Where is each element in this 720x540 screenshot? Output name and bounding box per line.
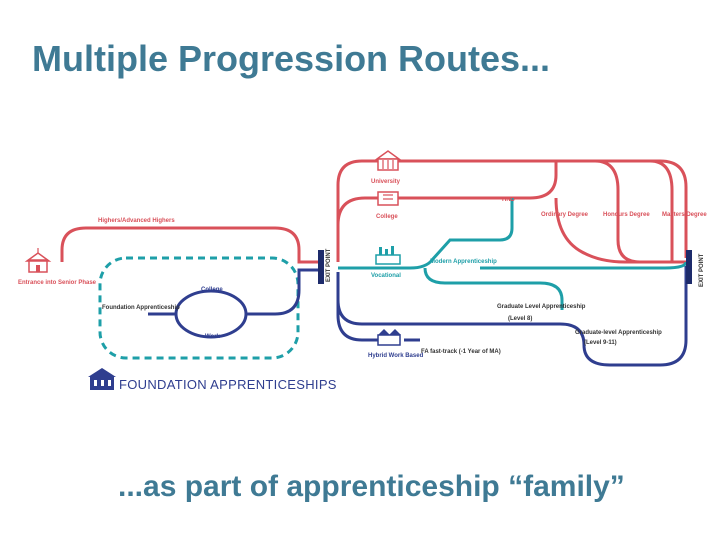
graduate-level-note-2: (Level 9-11) [584, 340, 617, 346]
exit-point-left-label: EXIT POINT [326, 248, 332, 282]
modern-apprenticeship-label: Modern Apprenticeship [430, 259, 497, 265]
graduate-level-apprenticeship-2-label: Graduate-level Apprenticeship [575, 330, 662, 336]
college-route-line [336, 161, 558, 226]
school-icon [24, 248, 52, 273]
entrance-label: Entrance into Senior Phase [18, 280, 97, 286]
page-subtitle: ...as part of apprenticeship “family” [118, 470, 625, 503]
graduate-level-note: (Level 8) [508, 316, 532, 322]
college-left-label: College [201, 287, 223, 293]
graduate-level-teal-line [480, 261, 688, 270]
graduate-level-apprenticeship-label: Graduate Level Apprenticeship [497, 304, 586, 310]
vocational-route-line [338, 198, 514, 270]
university-label: University [371, 179, 401, 185]
hybrid-label: Hybrid Work Based [368, 353, 424, 359]
exit-point-left-bar [318, 250, 324, 284]
honours-degree-line [594, 159, 641, 264]
college-label: College [376, 214, 398, 220]
foundation-apprenticeship-label: Foundation Apprenticeship [102, 305, 180, 311]
foundation-apprenticeships-logo-icon [88, 368, 116, 390]
college-icon [377, 191, 399, 206]
honours-degree-label: Honours Degree [603, 212, 650, 218]
vocational-label: Vocational [371, 273, 401, 279]
foundation-apprenticeships-logo-text: FOUNDATION APPRENTICESHIPS [119, 377, 337, 392]
college-work-loop [174, 289, 248, 339]
work-label: Work [205, 334, 221, 340]
hybrid-icon [377, 329, 401, 346]
highers-label: Highers/Advanced Highers [98, 218, 175, 224]
exit-point-right-bar [686, 250, 692, 284]
exit-point-right-label: EXIT POINT [699, 253, 705, 287]
ordinary-degree-line [554, 197, 690, 264]
university-route-line [336, 159, 688, 262]
vocational-icon [375, 246, 401, 265]
masters-degree-line [649, 159, 674, 262]
hnd-label: HND [502, 197, 516, 203]
fa-fast-track-label: FA fast-track (-1 Year of MA) [421, 349, 501, 355]
modern-apprenticeship-line [423, 267, 564, 310]
university-icon [374, 150, 402, 171]
page-title: Multiple Progression Routes... [32, 38, 551, 79]
ordinary-degree-label: Ordinary Degree [541, 212, 589, 218]
highers-route-line [60, 226, 318, 264]
foundation-apprenticeship-box [98, 256, 300, 360]
foundation-exit-line [246, 268, 318, 316]
hybrid-route-line [336, 272, 390, 342]
graduate-route-line [336, 266, 688, 367]
masters-degree-label: Masters Degree [662, 212, 707, 218]
